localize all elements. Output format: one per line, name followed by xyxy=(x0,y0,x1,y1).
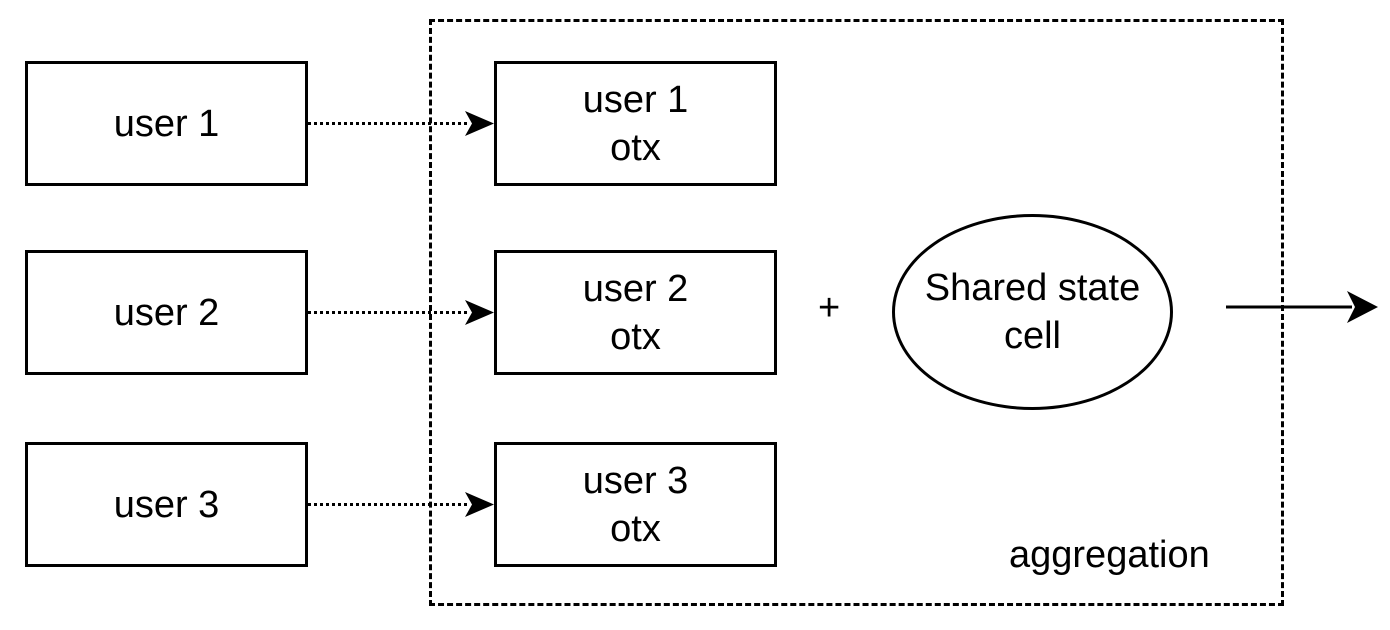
shared-state-line2: cell xyxy=(1003,315,1062,357)
user-2-otx-node[interactable]: user 2 otx xyxy=(494,250,777,375)
user-3-otx-line2: otx xyxy=(610,507,661,550)
user-1-otx-node[interactable]: user 1 otx xyxy=(494,61,777,186)
user-3-label: user 3 xyxy=(113,483,220,526)
user-3-node[interactable]: user 3 xyxy=(25,442,308,567)
aggregation-label: aggregation xyxy=(1009,534,1210,576)
shared-state-line1: Shared state xyxy=(924,267,1141,309)
user-1-otx-line1: user 1 xyxy=(582,78,689,121)
user-1-label: user 1 xyxy=(113,102,220,145)
user-1-node[interactable]: user 1 xyxy=(25,61,308,186)
user-3-otx-node[interactable]: user 3 otx xyxy=(494,442,777,567)
user-2-node[interactable]: user 2 xyxy=(25,250,308,375)
user-2-label: user 2 xyxy=(113,291,220,334)
user-2-otx-line1: user 2 xyxy=(582,267,689,310)
plus-operator: + xyxy=(818,287,841,329)
user-1-otx-line2: otx xyxy=(610,126,661,169)
user-2-otx-line2: otx xyxy=(610,315,661,358)
user-3-otx-line1: user 3 xyxy=(582,459,689,502)
shared-state-cell-node[interactable]: Shared state cell xyxy=(892,214,1173,410)
